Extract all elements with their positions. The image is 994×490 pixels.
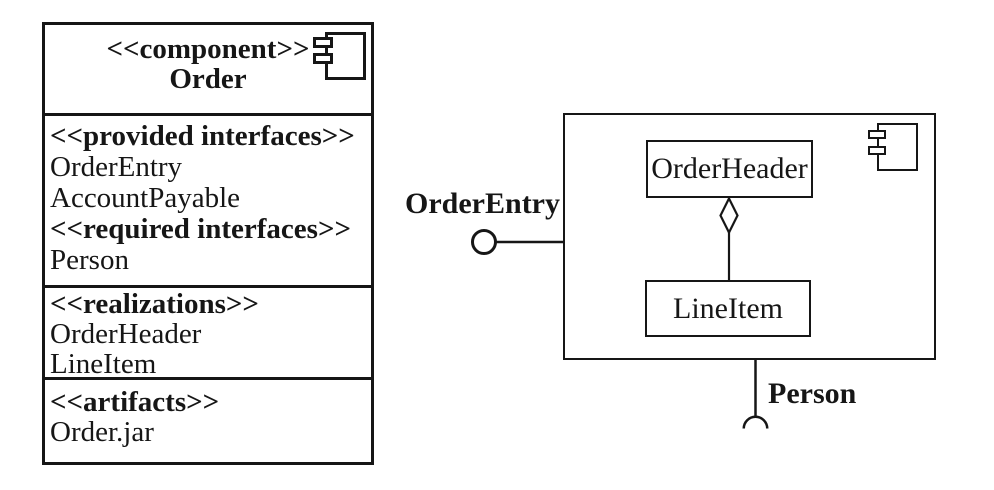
orderheader-class-label: OrderHeader — [651, 152, 808, 185]
uml-component-icon — [868, 123, 918, 171]
lineitem-class-label: LineItem — [673, 291, 783, 325]
component-spec-box: <<component>> Order <<provided interface… — [42, 22, 374, 465]
artifacts-header: <<artifacts>> — [50, 386, 220, 418]
lineitem-class-box: LineItem — [645, 280, 811, 337]
required-interface-label: Person — [768, 377, 857, 410]
realization-item: LineItem — [50, 348, 157, 380]
component-stereotype: <<component>> — [106, 33, 310, 65]
provided-interface-lollipop-icon — [471, 229, 497, 255]
uml-component-icon — [313, 32, 366, 80]
provided-interface-label: OrderEntry — [405, 187, 560, 220]
component-icon-tab — [313, 37, 333, 48]
component-icon-tab — [868, 130, 886, 139]
realizations-header: <<realizations>> — [50, 288, 259, 320]
realization-item: OrderHeader — [50, 318, 202, 350]
required-interfaces-header: <<required interfaces>> — [50, 213, 352, 245]
orderheader-class-box: OrderHeader — [646, 140, 813, 198]
realizations-compartment: <<realizations>> OrderHeader LineItem — [45, 285, 371, 380]
artifact-item: Order.jar — [50, 416, 154, 448]
provided-interfaces-header: <<provided interfaces>> — [50, 120, 355, 152]
required-interface-socket-icon — [742, 415, 769, 429]
artifacts-compartment: <<artifacts>> Order.jar — [45, 377, 371, 462]
required-interface-item: Person — [50, 244, 129, 276]
component-name: Order — [169, 63, 247, 95]
provided-interface-item: OrderEntry — [50, 151, 183, 183]
interfaces-compartment: <<provided interfaces>> OrderEntry Accou… — [45, 113, 371, 285]
header-compartment: <<component>> Order — [45, 25, 371, 113]
component-icon-tab — [313, 53, 333, 64]
provided-interface-item: AccountPayable — [50, 182, 241, 214]
component-icon-tab — [868, 146, 886, 155]
